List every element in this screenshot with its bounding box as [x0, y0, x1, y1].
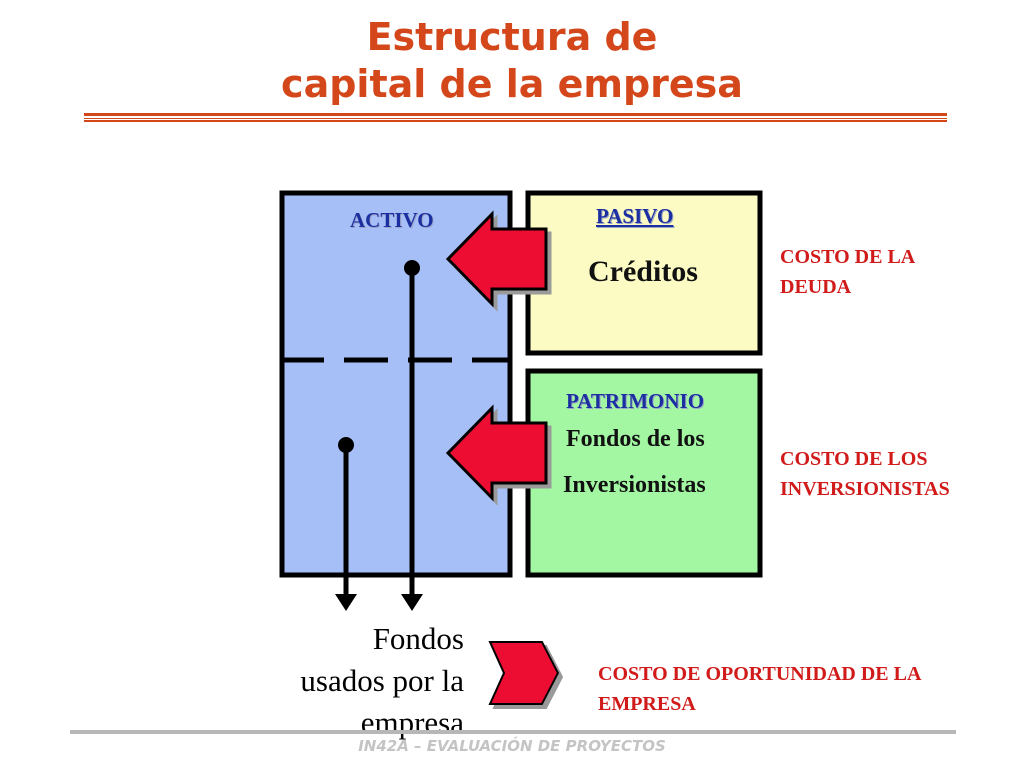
- pasivo-content: Créditos: [588, 255, 698, 288]
- patrimonio-content-line-2: Inversionistas: [563, 472, 706, 498]
- footer-rule: [70, 730, 956, 734]
- costo-deuda: COSTO DE LA DEUDA: [780, 246, 916, 298]
- left-arrow-icon: [445, 404, 548, 502]
- left-arrow-icon: [445, 210, 548, 308]
- chevron-right-icon: [488, 641, 560, 705]
- footer-text: IN42A – EVALUACIÓN DE PROYECTOS: [358, 737, 666, 755]
- fondos-usados-label: Fondos usados por la empresa: [300, 621, 464, 740]
- activo-label: ACTIVO: [350, 208, 434, 232]
- down-arrow-icon: [401, 594, 423, 611]
- patrimonio-content-line-1: Fondos de los: [566, 426, 705, 452]
- patrimonio-box: [525, 368, 763, 578]
- down-arrow-icon: [335, 594, 357, 611]
- costo-oportunidad: COSTO DE OPORTUNIDAD DE LA EMPRESA: [598, 663, 922, 715]
- title-underline: [84, 113, 947, 122]
- title-line-1: Estructura de: [366, 15, 658, 59]
- title-line-2: capital de la empresa: [281, 62, 743, 106]
- patrimonio-label: PATRIMONIO: [566, 389, 705, 413]
- costo-inversionistas: COSTO DE LOS INVERSIONISTAS: [780, 448, 950, 500]
- pasivo-box: [525, 190, 763, 356]
- pasivo-label: PASIVO: [596, 204, 674, 228]
